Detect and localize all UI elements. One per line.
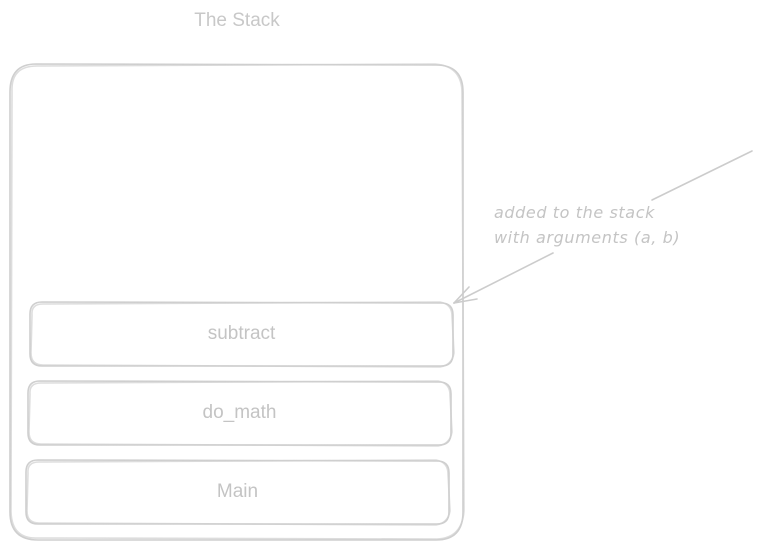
annotation-arrow bbox=[453, 150, 753, 304]
annotation-line-2: with arguments (a, b) bbox=[494, 228, 681, 247]
stack-frame-do-math bbox=[27, 380, 453, 447]
stack-container bbox=[9, 63, 465, 541]
frame-label-do-math: do_math bbox=[202, 402, 277, 423]
frame-label-subtract: subtract bbox=[207, 323, 276, 344]
arrow-annotation: added to the stack with arguments (a, b) bbox=[494, 200, 734, 250]
frame-label-main: Main bbox=[216, 481, 259, 502]
annotation-line-1: added to the stack bbox=[494, 203, 655, 222]
stack-frame-main bbox=[25, 459, 451, 526]
stack-frame-subtract bbox=[29, 301, 455, 368]
diagram-title: The Stack bbox=[194, 10, 280, 31]
